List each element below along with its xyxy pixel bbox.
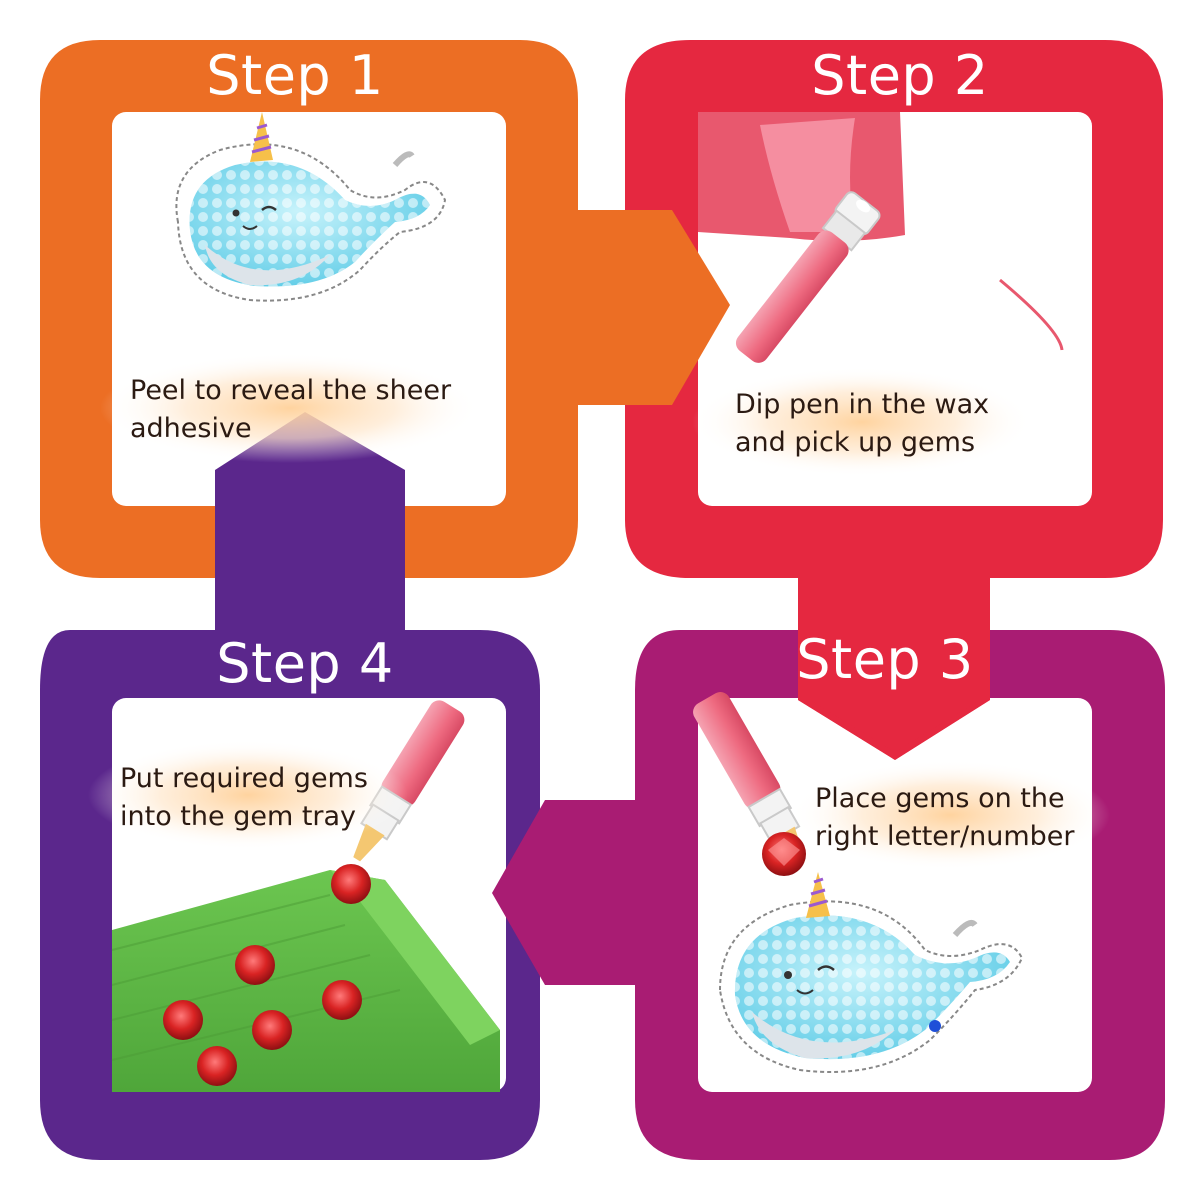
step2-caption: Dip pen in the wax and pick up gems xyxy=(735,389,990,458)
step3-title: Step 3 xyxy=(796,628,974,691)
pen-in-wax-icon xyxy=(698,112,1064,363)
arrow-down-tip xyxy=(810,698,980,752)
step1-title: Step 1 xyxy=(206,44,384,107)
arrow-left-to-step4 xyxy=(492,800,640,985)
gem-tray-icon xyxy=(111,700,500,1092)
narwhal-sticker-icon xyxy=(175,112,447,302)
step3-caption: Place gems on the right letter/number xyxy=(815,783,1075,852)
step2-title: Step 2 xyxy=(811,44,989,107)
pen-placing-gem-icon xyxy=(693,692,1024,1073)
step4-title: Step 4 xyxy=(216,632,394,695)
step4-caption: Put required gems into the gem tray xyxy=(120,763,368,832)
step1-caption: Peel to reveal the sheer adhesive xyxy=(130,375,452,444)
